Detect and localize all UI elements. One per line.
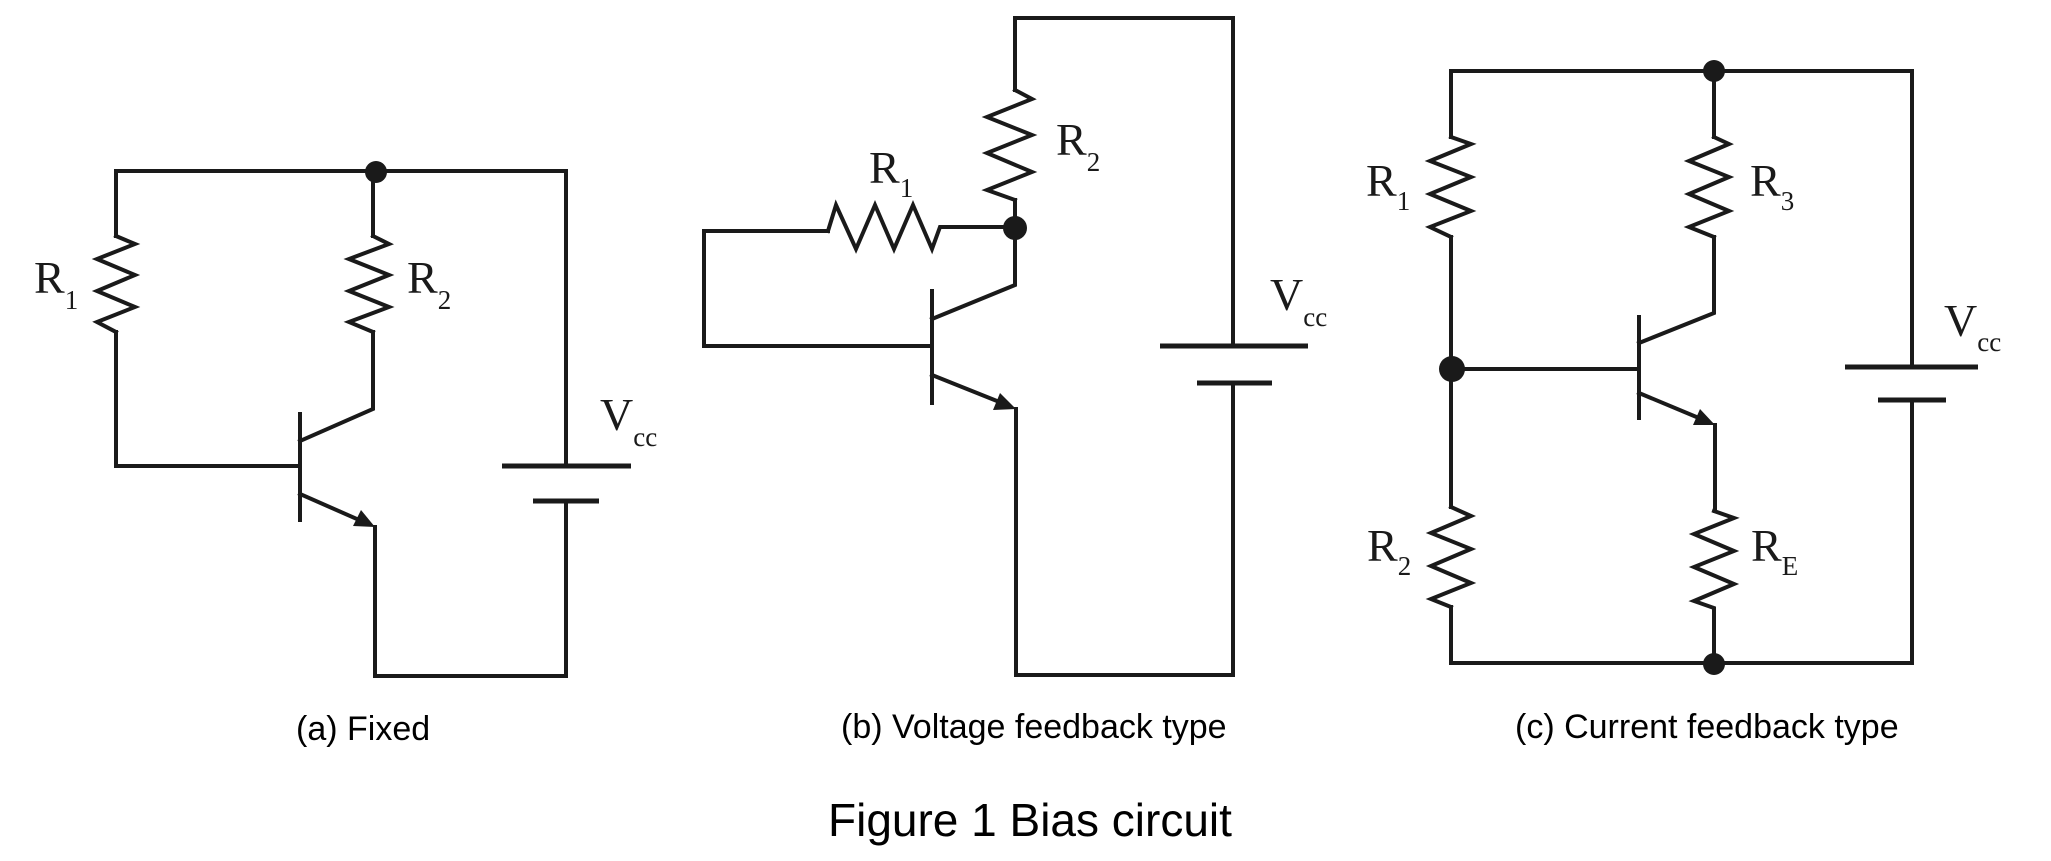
circuit-c-vcc-label: Vcc	[1944, 295, 2001, 357]
circuit-a-collector-wire	[297, 330, 375, 444]
circuit-b-junction-dot	[1003, 216, 1027, 240]
circuit-b-collector-wire	[929, 225, 1017, 322]
circuit-c-bottom-wire	[1449, 398, 1914, 665]
circuit-a-r1-resistor	[91, 233, 141, 335]
circuit-a-vcc-label: Vcc	[600, 389, 657, 452]
circuit-c-r1-resistor	[1424, 134, 1477, 240]
circuit-a-junction-dot	[365, 161, 387, 183]
circuit-a-top-wire	[114, 169, 568, 468]
circuit-c-emitter-arrow-icon	[1693, 409, 1715, 425]
circuit-b-emitter-wire	[1014, 381, 1235, 677]
circuit-c-re-label: RE	[1751, 520, 1798, 581]
circuit-a-fixed: R1 R2 Vcc (a) Fixed	[34, 161, 657, 748]
circuit-b-voltage-feedback: R1 R2 Vcc (b) Voltage feedback type	[702, 16, 1327, 746]
circuit-c-r2-resistor	[1425, 504, 1477, 610]
circuit-b-r2-label: R2	[1056, 114, 1100, 177]
circuit-c-r2-label: R2	[1367, 520, 1411, 581]
circuit-c-base-junction-dot	[1439, 356, 1465, 382]
circuit-b-r1-resistor	[825, 199, 1017, 255]
circuit-b-vcc-label: Vcc	[1270, 269, 1327, 332]
circuit-a-caption: (a) Fixed	[296, 710, 430, 748]
circuit-c-emitter-leg	[1636, 390, 1709, 424]
circuit-c-collector-wire	[1636, 235, 1716, 346]
circuit-a-r1-label: R1	[34, 252, 78, 315]
circuit-c-caption: (c) Current feedback type	[1515, 708, 1899, 746]
circuit-b-r2-resistor	[981, 87, 1038, 203]
circuit-a-emitter-wire	[373, 499, 568, 678]
circuit-c-r3-resistor	[1683, 134, 1735, 240]
circuit-b-r1-label: R1	[869, 142, 913, 203]
circuit-b-feedback-wire	[702, 229, 934, 348]
circuit-b-top-wire	[1013, 16, 1235, 348]
circuit-a-emitter-arrow-icon	[353, 510, 375, 527]
circuit-a-emitter-leg	[297, 491, 369, 526]
circuit-a-r2-resistor	[343, 233, 395, 335]
circuit-b-emitter-arrow-icon	[993, 393, 1016, 410]
circuit-b-caption: (b) Voltage feedback type	[841, 708, 1227, 746]
circuit-c-r1-label: R1	[1366, 155, 1410, 216]
circuit-b-emitter-leg	[929, 372, 1010, 408]
circuit-c-top-wire	[1449, 69, 1914, 369]
circuit-c-top-junction-dot	[1703, 60, 1725, 82]
circuit-a-r2-label: R2	[407, 252, 451, 315]
circuit-c-re-resistor	[1688, 508, 1740, 665]
circuit-c-current-feedback: R1 R3 R2 RE Vcc (c) Current feedback typ…	[1366, 60, 2001, 746]
circuit-c-r3-label: R3	[1750, 155, 1794, 216]
circuit-c-bottom-junction-dot	[1703, 653, 1725, 675]
figure-title: Figure 1 Bias circuit	[828, 794, 1232, 846]
circuit-a-base-wire	[114, 330, 302, 468]
